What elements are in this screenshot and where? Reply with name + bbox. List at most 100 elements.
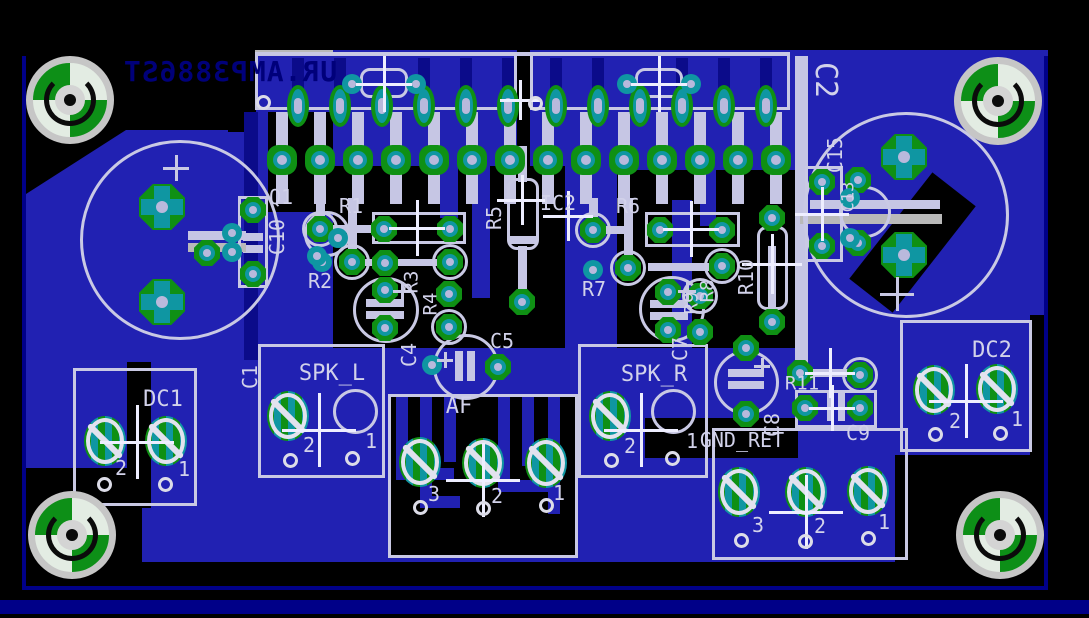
pad[interactable]	[406, 74, 426, 94]
pad[interactable]	[328, 228, 348, 248]
pad[interactable]	[509, 289, 535, 315]
dc2-outline[interactable]	[900, 320, 1032, 452]
ic-pin-pad[interactable]	[495, 145, 525, 175]
via-pad[interactable]	[339, 249, 365, 275]
connector-pad[interactable]	[455, 85, 477, 127]
via-pad[interactable]	[687, 283, 713, 309]
terminal-pad[interactable]	[267, 391, 309, 441]
connector-pad[interactable]	[671, 85, 693, 127]
silk-circle	[665, 451, 680, 466]
dc1-outline[interactable]	[73, 368, 197, 506]
top-copper-trace	[395, 259, 445, 266]
spk-r-pad1-circle[interactable]	[651, 389, 696, 434]
pad[interactable]	[687, 319, 713, 345]
connector-pad[interactable]	[755, 85, 777, 127]
origin-cross	[100, 405, 174, 479]
ic-pin-pad[interactable]	[723, 145, 753, 175]
c1-outline[interactable]	[80, 140, 280, 340]
pad[interactable]	[240, 261, 266, 287]
label-af: AF	[445, 394, 473, 419]
ic-pin-pad[interactable]	[343, 145, 373, 175]
spk-l-outline[interactable]	[258, 344, 385, 478]
terminal-pad[interactable]	[847, 466, 889, 516]
connector-pad[interactable]	[497, 85, 519, 127]
origin-cross	[805, 348, 855, 398]
via-pad[interactable]	[709, 253, 735, 279]
pad[interactable]	[655, 279, 681, 305]
pad[interactable]	[583, 260, 603, 280]
via-ring	[704, 248, 740, 284]
connector-pad[interactable]	[713, 85, 735, 127]
ic-pin-pad[interactable]	[533, 145, 563, 175]
pad[interactable]	[194, 240, 220, 266]
label-c15: C15	[823, 136, 847, 174]
mounting-hole[interactable]	[956, 491, 1044, 579]
top-copper-trace	[360, 259, 382, 266]
origin-cross	[497, 175, 547, 225]
via-pad[interactable]	[436, 314, 462, 340]
via-pad[interactable]	[580, 217, 606, 243]
via-pad[interactable]	[615, 255, 641, 281]
terminal-pad[interactable]	[913, 365, 955, 415]
pad[interactable]	[372, 315, 398, 341]
ic-pin-pad[interactable]	[761, 145, 791, 175]
pin-number: 1	[552, 481, 566, 505]
pad[interactable]	[222, 223, 242, 243]
spk-l-pad1-circle[interactable]	[333, 389, 378, 434]
pad[interactable]	[617, 74, 637, 94]
ic-pin-pad[interactable]	[419, 145, 449, 175]
mounting-hole[interactable]	[28, 491, 116, 579]
mounting-hole[interactable]	[26, 56, 114, 144]
silk-circle	[539, 498, 554, 513]
ic-pin-pad[interactable]	[457, 145, 487, 175]
ic-pin-pad[interactable]	[609, 145, 639, 175]
mounting-hole[interactable]	[954, 57, 1042, 145]
pad[interactable]	[485, 354, 511, 380]
connector-pad[interactable]	[413, 85, 435, 127]
terminal-pad[interactable]	[589, 391, 631, 441]
pad[interactable]	[681, 74, 701, 94]
ic-pin-pad[interactable]	[685, 145, 715, 175]
terminal-pad[interactable]	[399, 437, 441, 487]
pad[interactable]	[840, 228, 860, 248]
top-copper-trace	[648, 263, 718, 271]
connector-pad[interactable]	[287, 85, 309, 127]
pad[interactable]	[307, 246, 327, 266]
ic-pin-pad[interactable]	[571, 145, 601, 175]
af-outline[interactable]	[388, 394, 578, 558]
pad[interactable]	[733, 335, 759, 361]
connector-pad[interactable]	[629, 85, 651, 127]
terminal-pad[interactable]	[718, 467, 760, 517]
board-outline	[22, 56, 26, 590]
pad[interactable]	[436, 281, 462, 307]
spk-r-outline[interactable]	[578, 344, 708, 478]
via-pad[interactable]	[437, 249, 463, 275]
silk-circle	[528, 96, 543, 111]
ic-pin-pad[interactable]	[305, 145, 335, 175]
pad[interactable]	[342, 74, 362, 94]
pad[interactable]	[222, 242, 242, 262]
ic-pin-pad[interactable]	[647, 145, 677, 175]
ic-pin-pad[interactable]	[381, 145, 411, 175]
silk-circle	[798, 534, 813, 549]
connector-pad[interactable]	[545, 85, 567, 127]
pad[interactable]	[733, 401, 759, 427]
connector-pad[interactable]	[587, 85, 609, 127]
pad[interactable]	[759, 309, 785, 335]
pad[interactable]	[437, 216, 463, 242]
via-pad[interactable]	[847, 362, 873, 388]
terminal-pad[interactable]	[525, 438, 567, 488]
pad[interactable]	[372, 250, 398, 276]
pin-number: 2	[490, 484, 504, 508]
terminal-pad[interactable]	[976, 364, 1018, 414]
pad[interactable]	[840, 188, 860, 208]
pad[interactable]	[240, 197, 266, 223]
pad[interactable]	[655, 317, 681, 343]
silk-circle	[476, 501, 491, 516]
ic-pin-pad[interactable]	[267, 145, 297, 175]
connector-pad[interactable]	[329, 85, 351, 127]
gnd-ret-outline[interactable]	[712, 428, 908, 560]
pad[interactable]	[759, 205, 785, 231]
mounting-hole-ring	[44, 74, 96, 126]
